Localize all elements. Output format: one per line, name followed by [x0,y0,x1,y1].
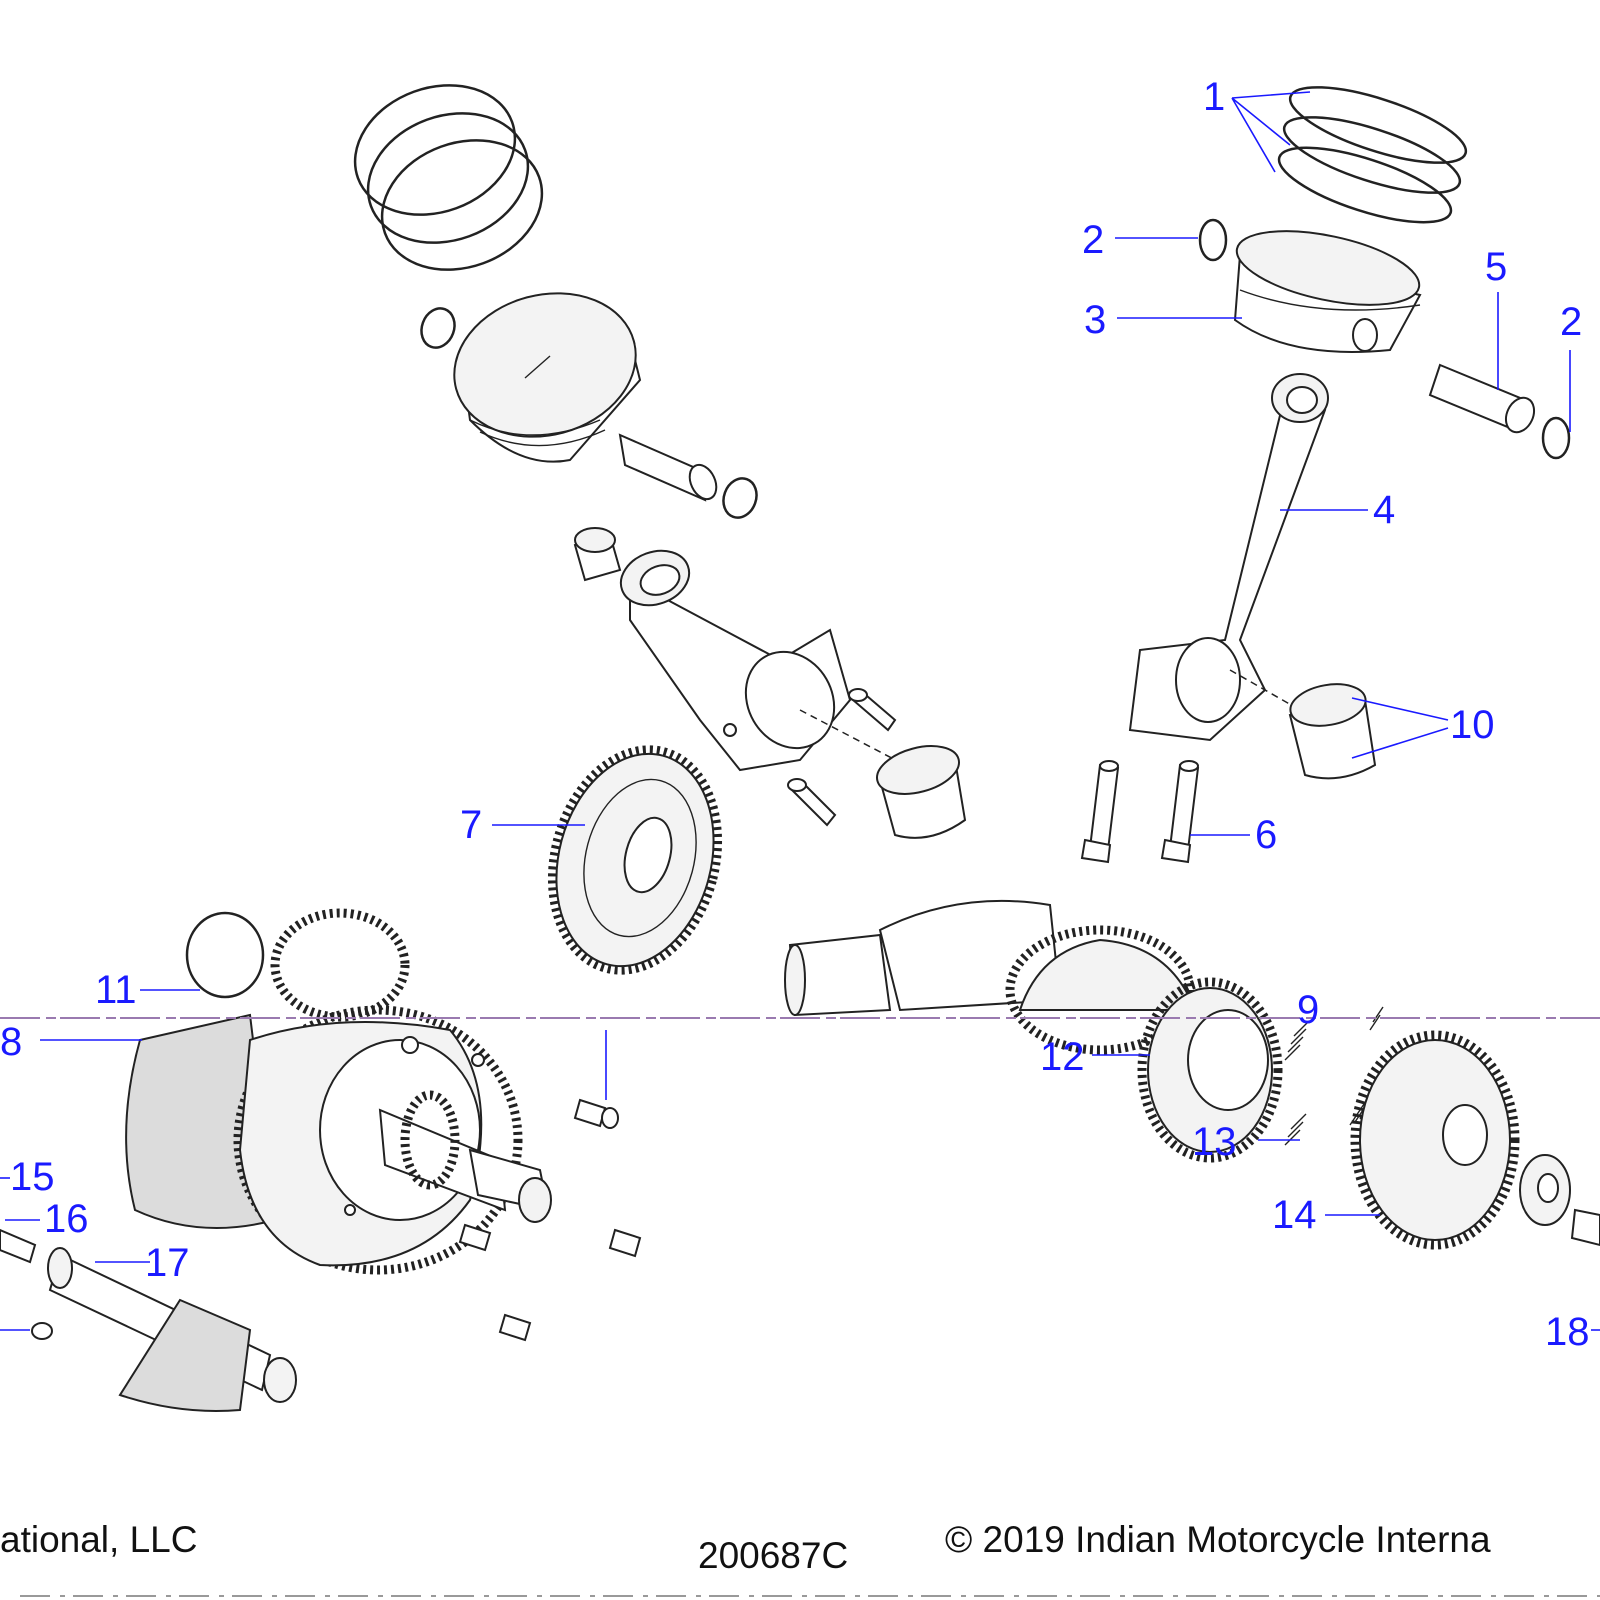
left-piston-pin [618,433,718,502]
snap-ring [185,911,265,999]
balance-shaft [0,1228,297,1412]
callout-17: 17 [145,1241,190,1285]
right-circlip-side [1541,416,1571,460]
footer: ational, LLC 200687C © 2019 Indian Motor… [0,1519,1491,1576]
idler-gear [1350,1030,1520,1250]
right-connecting-rod [1128,373,1329,742]
callout-4: 4 [1373,488,1395,532]
callout-leaders [0,91,1600,1331]
callout-13: 13 [1192,1120,1237,1164]
left-circlip [420,307,456,349]
left-piston [453,292,642,463]
crank-bolts [458,1098,642,1342]
callout-8: 8 [0,1020,22,1064]
left-bushing [573,527,622,582]
left-pin-circlip [722,477,758,519]
callout-12: 12 [1040,1035,1085,1079]
callout-11: 11 [95,968,137,1012]
callout-1: 1 [1203,75,1225,119]
left-connecting-rod [619,549,852,772]
crankshaft-assembly [125,908,552,1275]
callout-9: 9 [1297,988,1319,1032]
callout-10: 10 [1450,703,1495,747]
left-rod-bolts [787,688,897,827]
washer [1519,1154,1571,1226]
footer-copyright: © 2019 Indian Motorcycle Interna [945,1519,1491,1560]
footer-company: ational, LLC [0,1519,197,1560]
callout-2a: 2 [1082,218,1104,262]
right-piston-pin [1428,363,1536,434]
crankshaft-upper [784,899,1197,1055]
callout-7: 7 [460,803,482,847]
callout-5: 5 [1485,245,1507,289]
left-rod-bearing [876,745,967,839]
callout-14: 14 [1272,1193,1317,1237]
callout-labels: 1 2 3 5 2 4 10 6 7 11 8 15 16 17 9 12 13… [0,75,1590,1354]
right-circlip-top [1198,218,1228,262]
left-piston-rings [353,84,544,271]
right-piston [1233,230,1422,353]
callout-2b: 2 [1560,300,1582,344]
right-piston-rings [1277,86,1468,224]
callout-16: 16 [44,1197,89,1241]
right-rod-bolts [1080,760,1200,864]
callout-3: 3 [1084,298,1106,342]
callout-18: 18 [1545,1310,1590,1354]
drive-gear [547,745,723,975]
footer-diagram-id: 200687C [698,1535,848,1576]
callout-6: 6 [1255,813,1277,857]
callout-15: 15 [10,1155,55,1199]
starter-gear [1137,977,1283,1163]
flange-bolt [1570,1208,1600,1247]
right-rod-bearing [1288,683,1377,780]
